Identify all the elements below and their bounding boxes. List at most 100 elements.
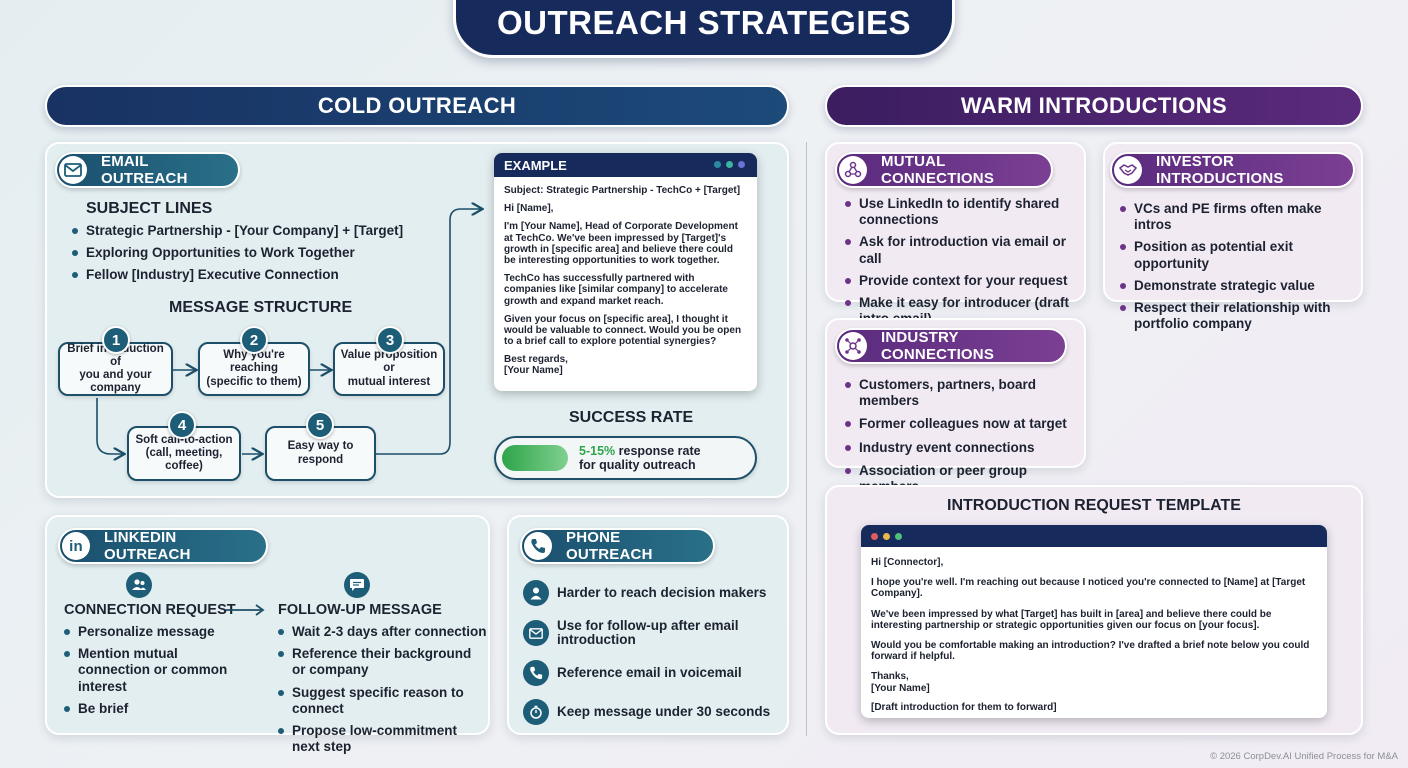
arrow-right-icon — [226, 604, 265, 616]
step-5-number: 5 — [306, 411, 334, 439]
list-item: Personalize message — [64, 624, 234, 640]
list-item: Exploring Opportunities to Work Together — [72, 245, 472, 261]
success-rate-heading: SUCCESS RATE — [569, 409, 694, 426]
users-icon — [126, 572, 152, 598]
template-card-header — [861, 525, 1327, 547]
connection-request-heading: CONNECTION REQUEST — [64, 602, 236, 618]
email-outreach-label: EMAIL OUTREACH — [101, 153, 188, 187]
window-dots — [871, 532, 902, 540]
flow-connectors — [96, 142, 789, 498]
phone-tip-text: Harder to reach decision makers — [557, 584, 767, 600]
list-item: Use for follow-up after email introducti… — [523, 618, 785, 648]
list-item: Keep message under 30 seconds — [523, 699, 785, 726]
envelope-icon — [523, 620, 549, 647]
template-paragraph-2: We've been impressed by what [Target] ha… — [871, 608, 1272, 631]
example-paragraph-1: I'm [Your Name], Head of Corporate Devel… — [504, 221, 738, 266]
industry-connections-list: Customers, partners, board members Forme… — [845, 377, 1081, 501]
window-dots — [714, 161, 745, 168]
list-item: Former colleagues now at target — [845, 416, 1081, 432]
phone-tip-text: Use for follow-up after email introducti… — [557, 618, 739, 648]
handshake-icon — [1114, 156, 1142, 184]
list-item: Wait 2-3 days after connection — [278, 624, 488, 640]
email-outreach-pill: EMAIL OUTREACH — [55, 152, 240, 188]
list-item: Fellow [Industry] Executive Connection — [72, 267, 472, 283]
phone-outreach-label: PHONE OUTREACH — [566, 529, 653, 563]
success-rate-line2: for quality outreach — [579, 457, 696, 472]
template-greeting: Hi [Connector], — [871, 557, 944, 568]
voicemail-icon — [523, 660, 549, 687]
follow-up-heading: FOLLOW-UP MESSAGE — [278, 602, 442, 618]
linkedin-icon: in — [62, 532, 90, 560]
list-item: VCs and PE firms often make intros — [1120, 201, 1356, 233]
list-item: Reference their background or company — [278, 646, 488, 678]
list-item: Demonstrate strategic value — [1120, 278, 1356, 294]
page-title: OUTREACH STRATEGIES — [453, 0, 955, 58]
mutual-connections-pill: MUTUAL CONNECTIONS — [835, 152, 1053, 188]
example-email-body: Subject: Strategic Partnership - TechCo … — [494, 177, 757, 391]
investor-introductions-list: VCs and PE firms often make intros Posit… — [1120, 201, 1356, 338]
phone-tips-list: Harder to reach decision makers Use for … — [523, 580, 785, 738]
mutual-connections-list: Use LinkedIn to identify shared connecti… — [845, 196, 1075, 333]
person-icon — [523, 580, 549, 606]
connection-request-list: Personalize message Mention mutual conne… — [64, 624, 234, 723]
template-signoff: Thanks, [Your Name] — [871, 671, 930, 694]
subject-lines-heading: SUBJECT LINES — [86, 200, 213, 217]
industry-connections-pill: INDUSTRY CONNECTIONS — [835, 328, 1067, 364]
template-paragraph-3: Would you be comfortable making an intro… — [871, 639, 1310, 663]
step-3-label: Value proposition or mutual interest — [340, 349, 438, 388]
list-item: Respect their relationship with portfoli… — [1120, 300, 1356, 332]
step-4-label: Soft call-to-action (call, meeting, coff… — [135, 433, 233, 473]
step-5-label: Easy way to respond — [287, 440, 354, 466]
chat-bubble-icon — [344, 572, 370, 598]
phone-tip-text: Reference email in voicemail — [557, 665, 742, 681]
step-2-label: Why you're reaching (specific to them) — [206, 349, 302, 388]
example-email-card: EXAMPLE Subject: Strategic Partnership -… — [494, 153, 757, 391]
list-item: Strategic Partnership - [Your Company] +… — [72, 223, 472, 239]
example-paragraph-3: Given your focus on [specific area], I t… — [504, 313, 742, 348]
step-3-number: 3 — [376, 326, 404, 354]
step-2-number: 2 — [240, 326, 268, 354]
hub-icon — [839, 332, 867, 360]
list-item: Mention mutual connection or common inte… — [64, 646, 234, 695]
investor-introductions-pill: INVESTOR INTRODUCTIONS — [1110, 152, 1355, 188]
success-rate-bar: 5-15% response rate for quality outreach — [494, 436, 757, 480]
example-label: EXAMPLE — [504, 157, 567, 173]
template-paragraph-1: I hope you're well. I'm reaching out bec… — [871, 577, 1306, 600]
template-body: Hi [Connector], I hope you're well. I'm … — [861, 547, 1327, 718]
copyright-footer: © 2026 CorpDev.AI Unified Process for M&… — [1210, 751, 1398, 762]
example-paragraph-2: TechCo has successfully partnered with c… — [504, 273, 728, 307]
linkedin-outreach-label: LINKEDIN OUTREACH — [104, 529, 191, 563]
phone-tip-text: Keep message under 30 seconds — [557, 704, 771, 720]
mutual-connections-label: MUTUAL CONNECTIONS — [881, 153, 995, 187]
list-item: Industry event connections — [845, 440, 1081, 456]
stopwatch-icon — [523, 699, 549, 726]
linkedin-outreach-pill: in LINKEDIN OUTREACH — [58, 528, 268, 564]
subject-lines-list: Strategic Partnership - [Your Company] +… — [72, 223, 472, 290]
investor-introductions-label: INVESTOR INTRODUCTIONS — [1156, 153, 1284, 187]
list-item: Position as potential exit opportunity — [1120, 239, 1356, 271]
list-item: Propose low-commitment next step — [278, 723, 488, 755]
introduction-template-heading: INTRODUCTION REQUEST TEMPLATE — [947, 497, 1241, 514]
section-divider — [806, 142, 807, 736]
list-item: Customers, partners, board members — [845, 377, 1081, 409]
introduction-template-card: Hi [Connector], I hope you're well. I'm … — [861, 525, 1327, 718]
envelope-icon — [59, 156, 87, 184]
list-item: Provide context for your request — [845, 273, 1075, 289]
warm-introductions-header: WARM INTRODUCTIONS — [825, 85, 1363, 127]
list-item: Reference email in voicemail — [523, 660, 785, 687]
step-4-number: 4 — [168, 411, 196, 439]
phone-outreach-pill: PHONE OUTREACH — [520, 528, 715, 564]
step-1-number: 1 — [102, 326, 130, 354]
list-item: Ask for introduction via email or call — [845, 234, 1075, 266]
success-rate-line1: response rate — [618, 444, 701, 458]
list-item: Harder to reach decision makers — [523, 580, 785, 606]
example-signoff: Best regards, [Your Name] — [504, 354, 568, 377]
success-rate-fill — [502, 445, 568, 471]
success-rate-text: 5-15% response rate for quality outreach — [579, 444, 701, 473]
list-item: Be brief — [64, 701, 234, 717]
follow-up-list: Wait 2-3 days after connection Reference… — [278, 624, 488, 761]
network-icon — [839, 156, 867, 184]
example-greeting: Hi [Name], — [504, 203, 554, 215]
cold-outreach-header: COLD OUTREACH — [45, 85, 789, 127]
message-structure-heading: MESSAGE STRUCTURE — [169, 299, 353, 316]
